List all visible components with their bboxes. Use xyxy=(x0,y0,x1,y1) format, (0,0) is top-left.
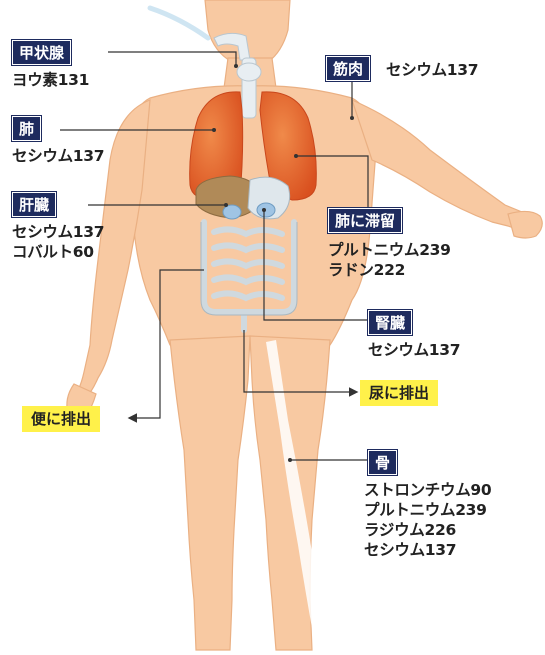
excretion-urine-badge: 尿に排出 xyxy=(360,380,438,406)
isotope-cesium-137: セシウム137 xyxy=(12,146,104,166)
isotopes-kidney: セシウム137 xyxy=(368,340,460,360)
label-thyroid: 甲状腺 xyxy=(12,40,71,65)
isotope-iodine-131: ヨウ素131 xyxy=(12,70,89,90)
isotopes-muscle: セシウム137 xyxy=(386,60,478,80)
isotope-radon-222: ラドン222 xyxy=(328,260,451,280)
isotopes-thyroid: ヨウ素131 xyxy=(12,70,89,90)
label-kidney: 腎臓 xyxy=(368,310,412,335)
isotopes-lung-retention: プルトニウム239 ラドン222 xyxy=(328,240,451,280)
air-inflow-arrow xyxy=(150,8,208,38)
isotope-cobalt-60: コバルト60 xyxy=(12,242,104,262)
isotope-plutonium-239: プルトニウム239 xyxy=(328,240,451,260)
isotope-cesium-137: セシウム137 xyxy=(368,340,460,360)
excretion-feces-badge: 便に排出 xyxy=(22,406,100,432)
label-liver: 肝臓 xyxy=(12,192,56,217)
isotopes-bone: ストロンチウム90 プルトニウム239 ラジウム226 セシウム137 xyxy=(364,480,491,560)
isotope-cesium-137: セシウム137 xyxy=(364,540,491,560)
isotopes-lung: セシウム137 xyxy=(12,146,104,166)
isotope-plutonium-239: プルトニウム239 xyxy=(364,500,491,520)
isotope-radium-226: ラジウム226 xyxy=(364,520,491,540)
isotope-cesium-137: セシウム137 xyxy=(386,60,478,80)
isotope-strontium-90: ストロンチウム90 xyxy=(364,480,491,500)
right-kidney xyxy=(223,205,241,219)
label-bone: 骨 xyxy=(368,450,397,475)
label-muscle: 筋肉 xyxy=(326,56,370,81)
label-lung-retention: 肺に滞留 xyxy=(328,208,402,233)
label-lung: 肺 xyxy=(12,116,41,141)
isotopes-liver: セシウム137 コバルト60 xyxy=(12,222,104,262)
isotope-cesium-137: セシウム137 xyxy=(12,222,104,242)
